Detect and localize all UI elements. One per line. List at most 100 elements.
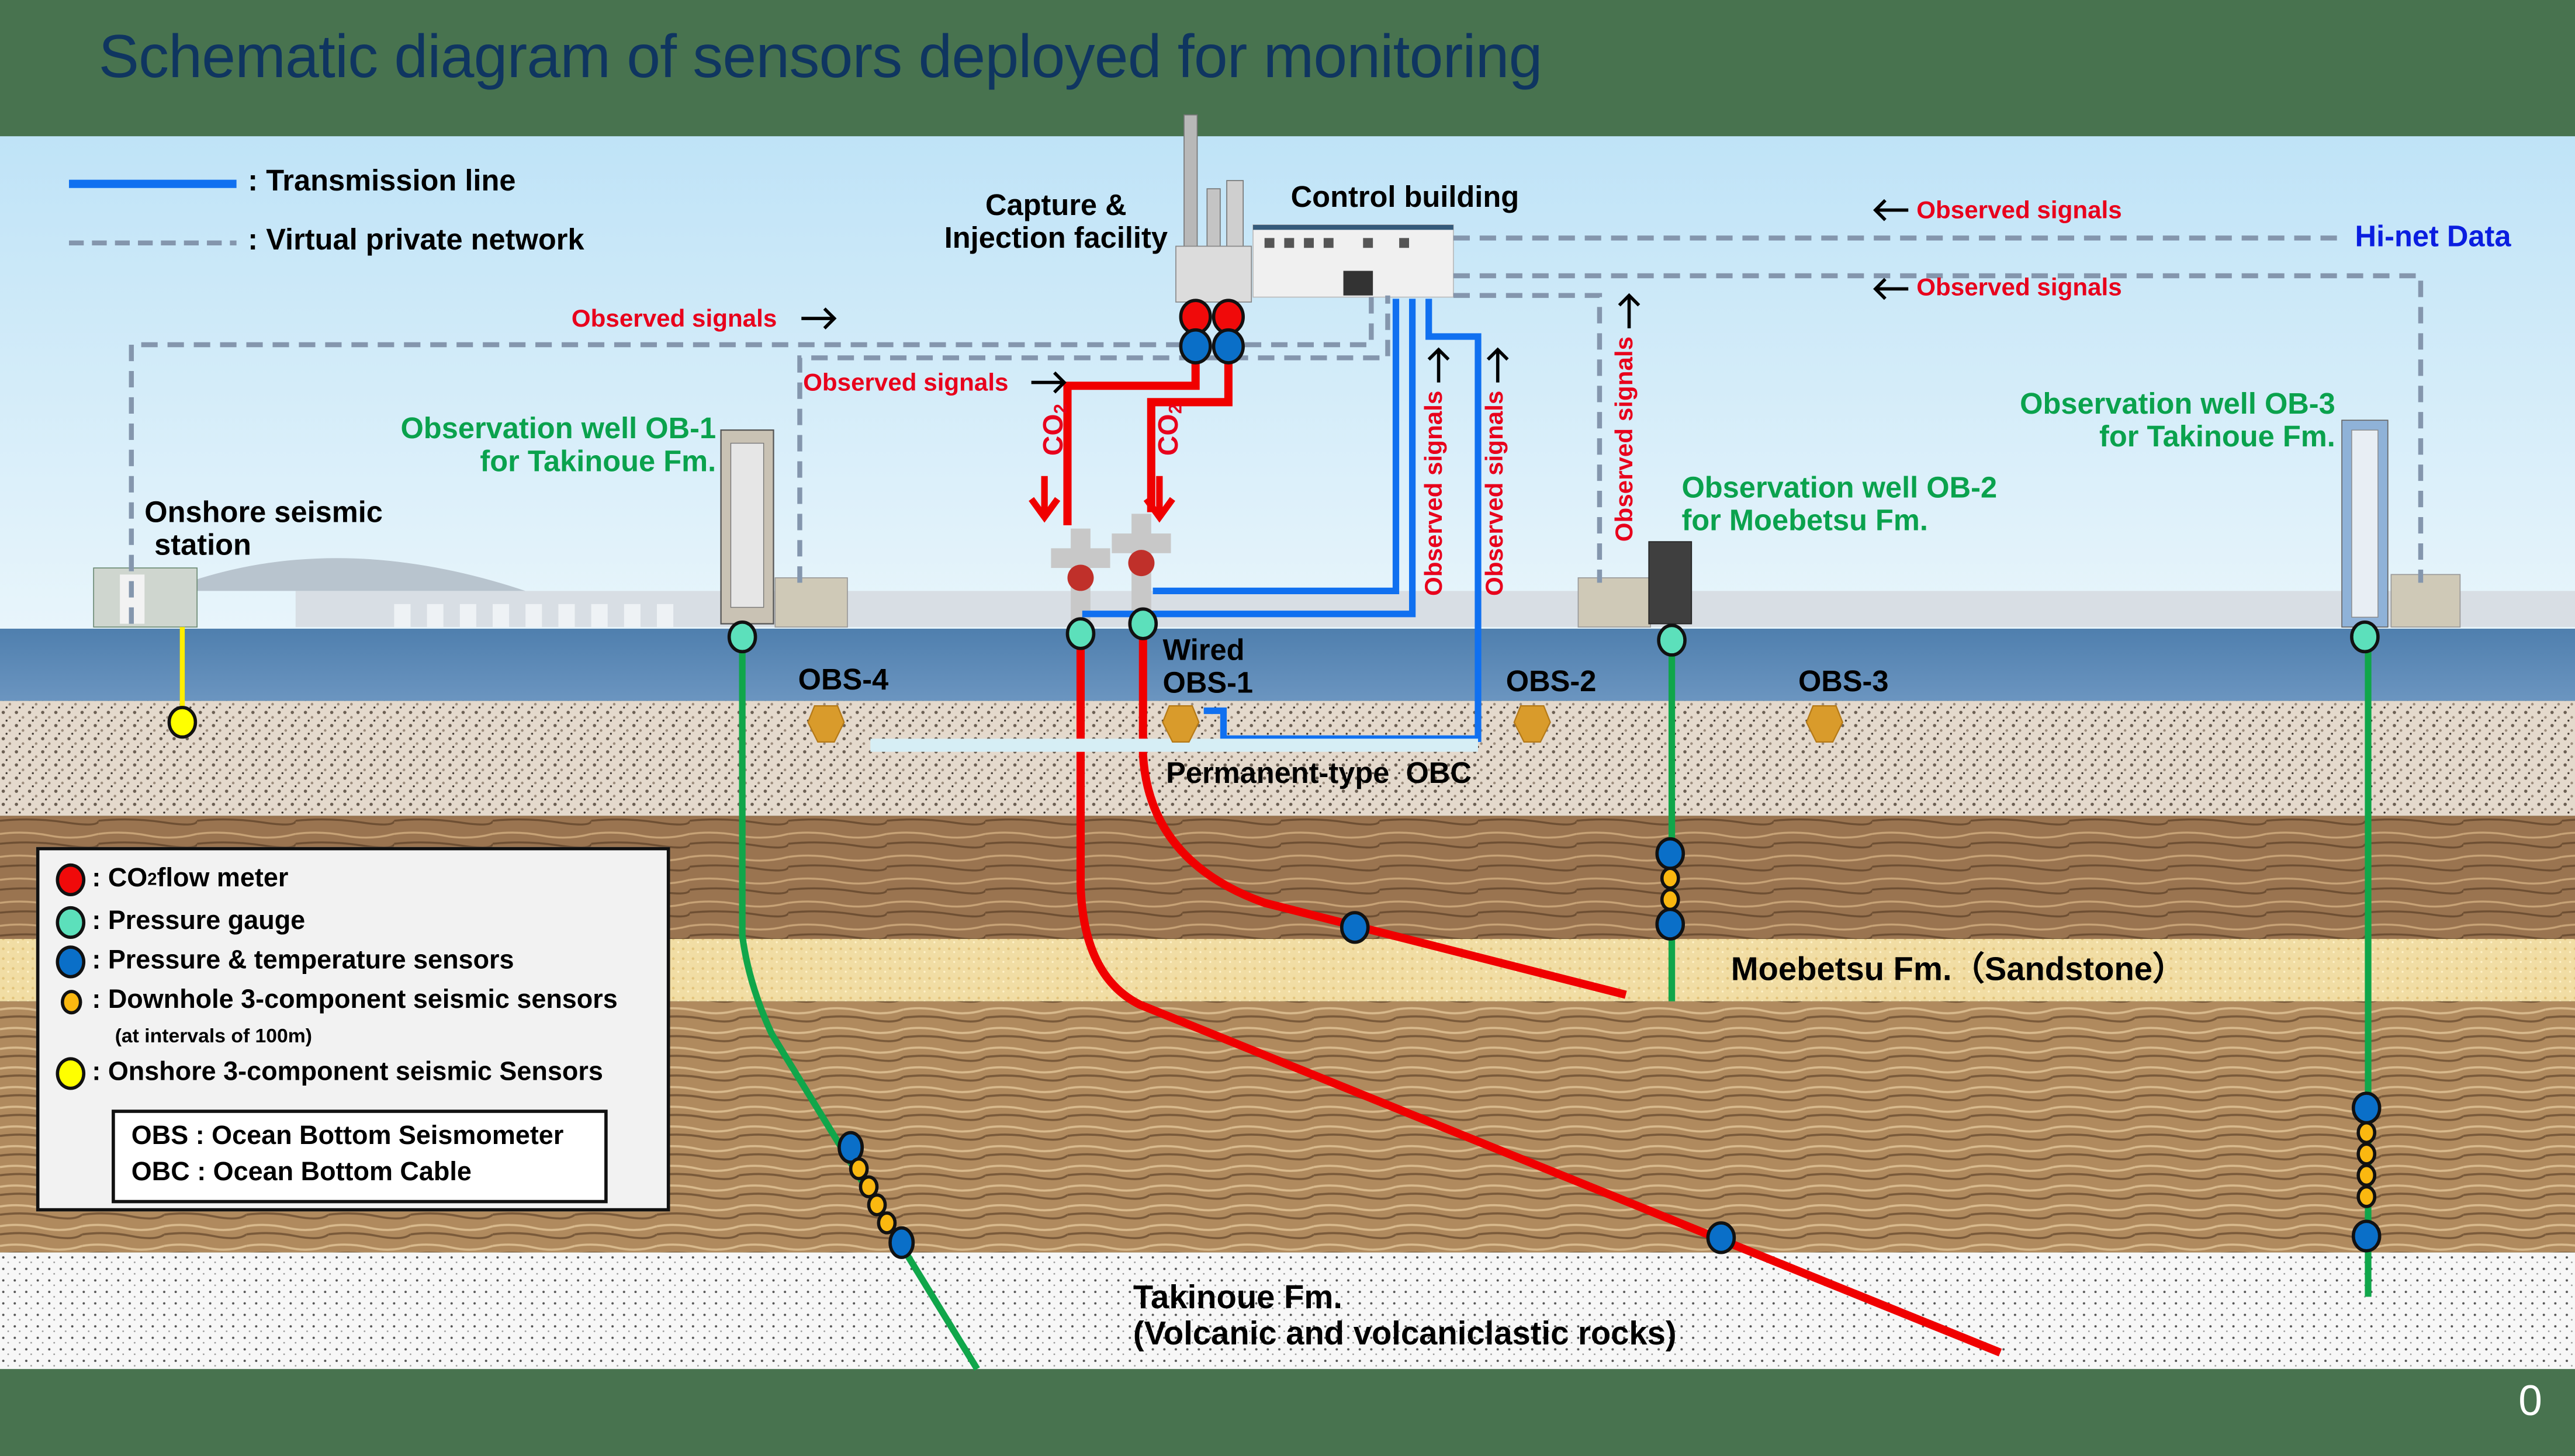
shoreline-industrial-skyline — [164, 558, 2575, 628]
onshore-seismic-sensor — [167, 706, 198, 739]
ob3-label-line1: Observation well OB-3 — [2020, 387, 2335, 421]
co2-flow-label: CO2 — [1153, 404, 1186, 456]
arrow-left-icon — [1873, 278, 1909, 300]
legend-label: : Onshore 3-component seismic Sensors — [92, 1059, 603, 1087]
pt-sensor-ob1-bottom — [888, 1226, 915, 1259]
control-building-icon — [1252, 224, 1454, 298]
seismic-sensor-ob3 — [2356, 1185, 2377, 1208]
legend-item-onshore-seismic: : Onshore 3-component seismic Sensors — [56, 1057, 603, 1090]
obs-3-icon — [1805, 705, 1844, 743]
capture-facility-label: Capture & Injection facility — [933, 189, 1179, 255]
co2-subscript: 2 — [1051, 404, 1072, 414]
ob1-label: Observation well OB-1 for Takinoue Fm. — [328, 412, 717, 479]
ob1-rig-icon — [720, 429, 848, 628]
sky — [0, 136, 2575, 629]
seismic-sensor-ob3 — [2356, 1142, 2377, 1166]
pt-sensor-ob3-bottom — [2351, 1219, 2382, 1253]
obs-1-icon — [1162, 705, 1200, 743]
arrow-up-icon — [1427, 347, 1450, 383]
arrow-up-icon — [1618, 293, 1640, 328]
co2-flow-arrows — [1029, 476, 1175, 523]
control-building-label: Control building — [1290, 181, 1520, 214]
arrow-right-icon — [801, 307, 837, 330]
legend-label: flow meter — [157, 865, 289, 893]
ob2-label-line1: Observation well OB-2 — [1681, 471, 1998, 504]
observed-signals-vertical-label: Observed signals — [1611, 336, 1639, 542]
arrow-up-icon — [1486, 347, 1509, 383]
obc-label: Permanent-type OBC — [1166, 757, 1472, 790]
obs-4-icon — [807, 705, 845, 743]
slide-title: Schematic diagram of sensors deployed fo… — [98, 23, 1543, 91]
obs-1-name-label: OBS-1 — [1162, 666, 1254, 699]
legend-label: : CO — [92, 865, 148, 893]
seismic-sensor-ob3 — [2356, 1121, 2377, 1145]
capture-facility-label-line2: Injection facility — [944, 221, 1168, 254]
blue-circle-icon — [56, 945, 86, 979]
co2-pipelines — [1063, 344, 1233, 526]
vpn-lines — [129, 235, 2424, 624]
ob2-label: Observation well OB-2 for Moebetsu Fm. — [1681, 471, 1998, 538]
seabed-sediment-layer — [0, 701, 2575, 816]
pressure-gauge-ob2 — [1657, 623, 1687, 657]
ob3-label-line2: for Takinoue Fm. — [2099, 420, 2335, 453]
takinoue-label-line2: (Volcanic and volcaniclastic rocks) — [1133, 1316, 1677, 1353]
abbr-obc: OBC : Ocean Bottom Cable — [131, 1159, 472, 1188]
pt-sensor-ob2-bottom — [1655, 907, 1685, 941]
arrow-right-icon — [1031, 371, 1067, 394]
wellhead-2-icon — [1112, 514, 1171, 612]
observed-signals-vertical-label: Observed signals — [1481, 390, 1510, 597]
obs-units — [807, 705, 1844, 743]
ob2-label-line2: for Moebetsu Fm. — [1681, 503, 1928, 537]
ob1-label-line2: for Takinoue Fm. — [480, 444, 717, 477]
takinoue-volcanic-layer — [0, 1252, 2575, 1370]
transmission-line-legend-label: : Transmission line — [248, 164, 516, 197]
obs-4-label: OBS-4 — [798, 663, 889, 696]
abbreviation-box: OBS : Ocean Bottom Seismometer OBC : Oce… — [112, 1110, 608, 1204]
onshore-station-label-line2: station — [154, 528, 251, 561]
obs-1-label: Wired OBS-1 — [1162, 633, 1254, 700]
co2-flow-label: CO2 — [1037, 404, 1072, 456]
legend-label: : Pressure gauge — [92, 907, 306, 936]
pressure-gauge-ob3 — [2350, 620, 2380, 654]
seismic-sensor-ob2 — [1660, 888, 1680, 911]
seismic-sensor-ob1 — [877, 1211, 897, 1235]
page-number: 0 — [2518, 1375, 2542, 1425]
pt-sensor-ob1-top — [837, 1131, 864, 1164]
hinet-data-label: Hi-net Data — [2355, 220, 2511, 253]
seismic-sensor-ob3 — [2356, 1163, 2377, 1187]
red-circle-icon — [56, 863, 86, 896]
pressure-gauge-well-1 — [1065, 617, 1096, 650]
takinoue-formation-label: Takinoue Fm. (Volcanic and volcaniclasti… — [1133, 1280, 1677, 1353]
pt-sensor-ob2-top — [1655, 837, 1685, 871]
sea — [0, 629, 2575, 701]
orange-circle-icon — [60, 989, 82, 1014]
pt-sensor-well-1 — [1706, 1221, 1736, 1254]
permanent-obc-cable — [870, 739, 1478, 752]
obs-1-wired-label: Wired — [1162, 633, 1245, 667]
arrow-left-icon — [1873, 199, 1909, 221]
pt-sensor-ob3-top — [2351, 1091, 2382, 1125]
ob1-label-line1: Observation well OB-1 — [400, 412, 717, 445]
co2-text: CO — [1037, 414, 1070, 456]
capture-facility-label-line1: Capture & — [985, 189, 1127, 222]
observed-signals-label: Observed signals — [1916, 274, 2122, 302]
co2-flow-meter-2 — [1212, 299, 1245, 335]
teal-circle-icon — [56, 906, 86, 940]
vpn-legend-label: : Virtual private network — [248, 223, 584, 256]
yellow-circle-icon — [56, 1057, 86, 1090]
pressure-gauge-ob1 — [727, 620, 757, 654]
takinoue-label-line1: Takinoue Fm. — [1133, 1280, 1342, 1317]
pt-sensor-well-2 — [1340, 911, 1370, 944]
sensor-markers — [167, 299, 2382, 1259]
ob3-rig-icon — [2341, 420, 2461, 628]
injection-wells — [1076, 627, 2002, 1357]
pressure-gauge-well-2 — [1128, 607, 1158, 640]
obs-3-label: OBS-3 — [1798, 664, 1889, 698]
legend-item-pressure-gauge: : Pressure gauge — [56, 906, 306, 940]
legend-label-sub: 2 — [147, 871, 157, 889]
observed-signals-label: Observed signals — [571, 305, 777, 334]
pt-sensor-surface-2 — [1212, 328, 1245, 365]
observed-signals-label: Observed signals — [803, 369, 1009, 397]
